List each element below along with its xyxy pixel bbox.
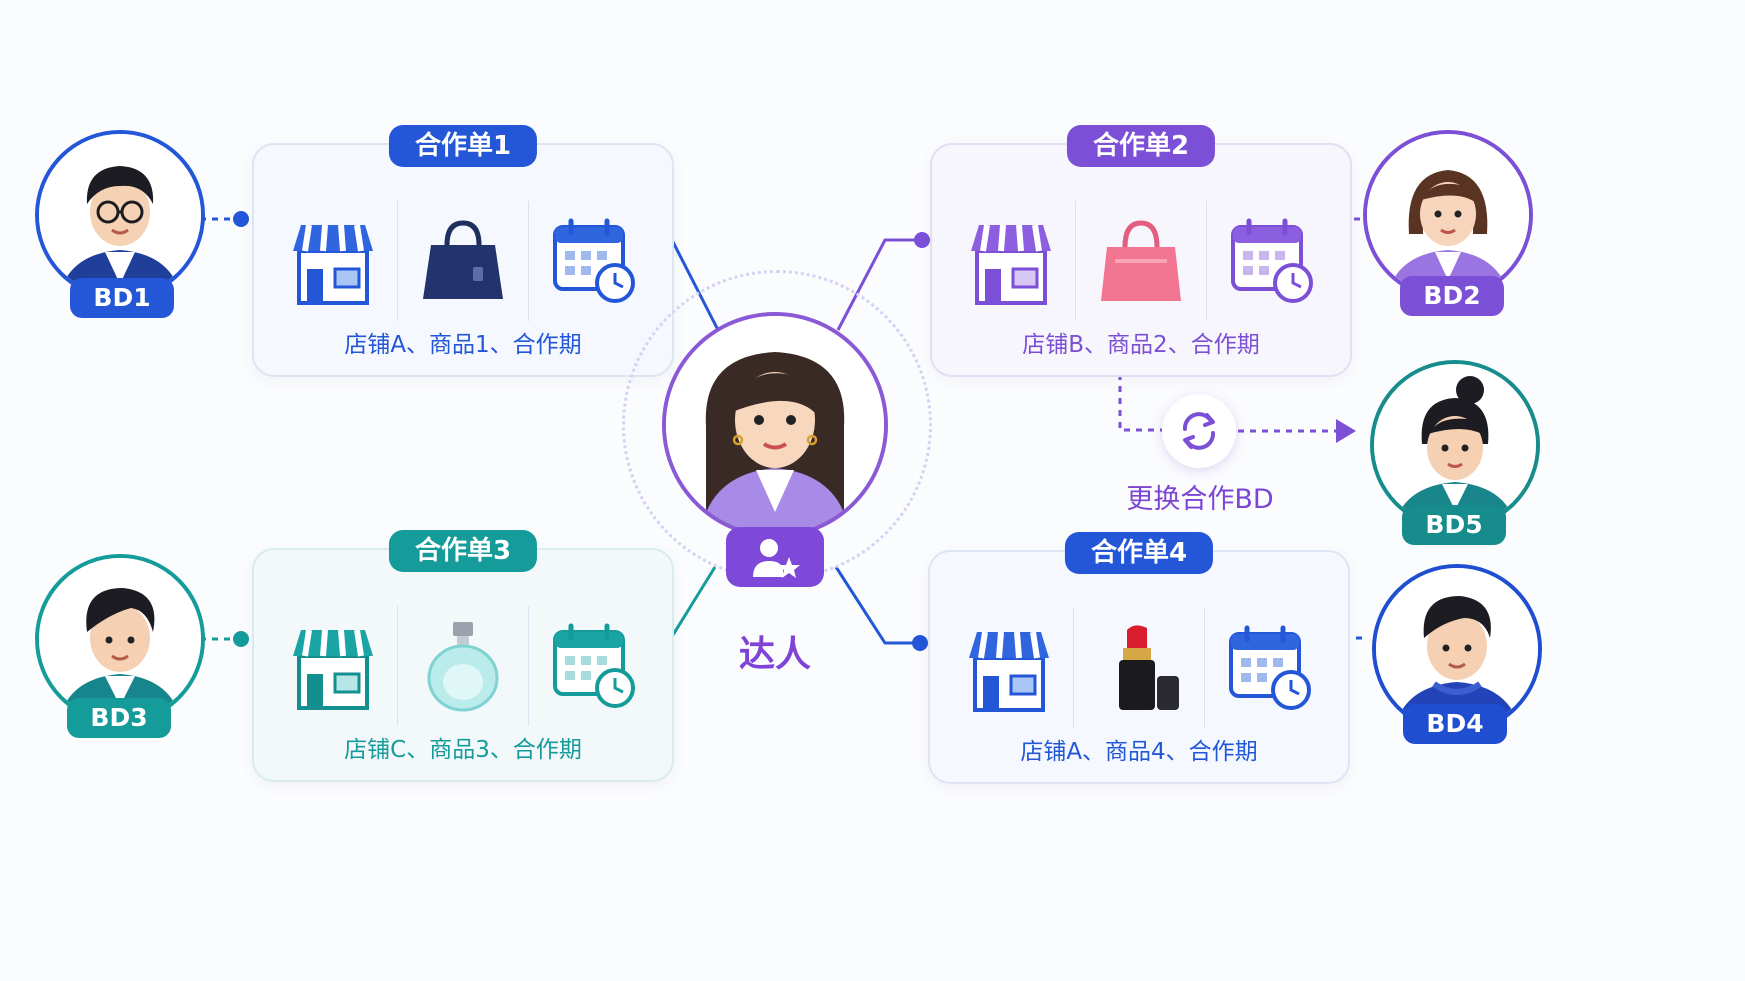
influencer-avatar[interactable] xyxy=(662,312,888,538)
bd3-badge: BD3 xyxy=(67,698,171,738)
order-title: 合作单4 xyxy=(1064,532,1214,574)
calendar-clock-icon xyxy=(1207,201,1336,321)
store-icon xyxy=(268,606,399,726)
order-card-3[interactable]: 合作单3 店铺C、商品3、合作期 xyxy=(252,530,674,782)
connector-dot xyxy=(233,211,249,227)
bd2-avatar[interactable] xyxy=(1363,130,1533,300)
bd4-badge: BD4 xyxy=(1403,704,1507,744)
calendar-clock-icon xyxy=(529,201,658,321)
store-icon xyxy=(268,201,399,321)
bd5-avatar[interactable] xyxy=(1370,360,1540,530)
calendar-clock-icon xyxy=(1205,608,1334,728)
center-label: 达人 xyxy=(738,634,811,675)
bd5-badge: BD5 xyxy=(1402,505,1506,545)
order-caption: 店铺B、商品2、合作期 xyxy=(1022,332,1260,358)
swap-icon[interactable] xyxy=(1162,394,1236,468)
order-caption: 店铺C、商品3、合作期 xyxy=(344,737,582,763)
order-title: 合作单3 xyxy=(388,530,538,572)
calendar-clock-icon xyxy=(529,606,658,726)
bd1-avatar[interactable] xyxy=(35,130,205,300)
order-icons xyxy=(268,201,658,321)
connector-dot xyxy=(233,631,249,647)
order-card-1[interactable]: 合作单1 店铺A、商品1、合作期 xyxy=(252,125,674,377)
store-icon xyxy=(946,201,1077,321)
bd1-badge: BD1 xyxy=(70,278,174,318)
order-card-4[interactable]: 合作单4 店铺A、商品4、合作期 xyxy=(928,532,1350,784)
arrow-head-icon xyxy=(1336,419,1356,443)
order-card-2[interactable]: 合作单2 店铺B、商品2、合作期 xyxy=(930,125,1352,377)
order-caption: 店铺A、商品4、合作期 xyxy=(1020,739,1258,765)
connector-dot xyxy=(914,232,930,248)
connector-dot xyxy=(912,635,928,651)
order-title: 合作单2 xyxy=(1066,125,1216,167)
product-icon xyxy=(398,201,529,321)
transfer-label: 更换合作BD xyxy=(1126,484,1274,515)
order-caption: 店铺A、商品1、合作期 xyxy=(344,332,582,358)
order-title: 合作单1 xyxy=(388,125,538,167)
order-icons xyxy=(946,201,1336,321)
order-icons xyxy=(268,606,658,726)
product-icon xyxy=(398,606,529,726)
product-icon xyxy=(1076,201,1207,321)
bd3-avatar[interactable] xyxy=(35,554,205,724)
connector-order4 xyxy=(834,566,920,645)
store-icon xyxy=(944,608,1075,728)
bd2-badge: BD2 xyxy=(1400,276,1504,316)
order-icons xyxy=(944,608,1334,728)
product-icon xyxy=(1074,608,1205,728)
influencer-star-icon xyxy=(726,527,824,587)
